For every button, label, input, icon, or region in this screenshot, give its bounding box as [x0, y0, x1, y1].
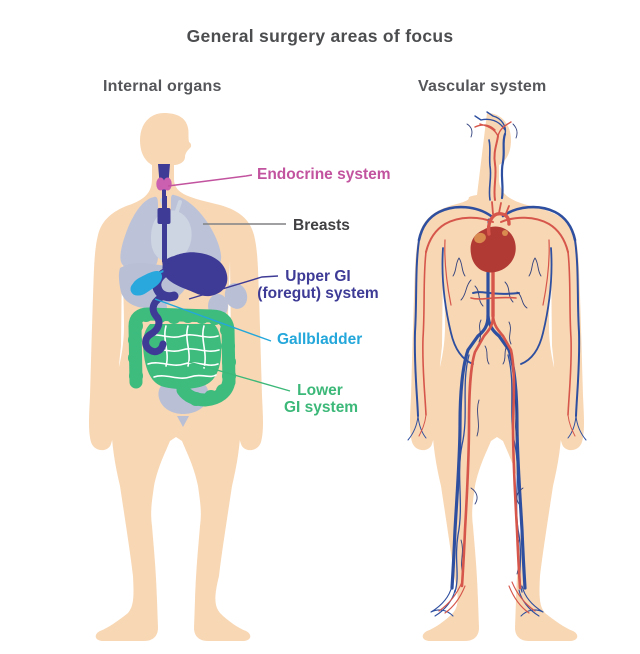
gallbladder-label: Gallbladder [277, 331, 363, 348]
arteries [418, 121, 576, 614]
upper-gi-label-line1: Upper GI [285, 268, 351, 285]
body-silhouette [410, 113, 584, 641]
breasts-label: Breasts [293, 217, 350, 234]
bladder [158, 380, 209, 427]
page-title: General surgery areas of focus [186, 26, 454, 46]
right-panel-heading: Vascular system [418, 78, 547, 95]
duodenum [142, 292, 168, 356]
endocrine-system-label: Endocrine system [257, 166, 391, 183]
trachea-esophagus [157, 164, 172, 276]
lower-gi-label: Lower GI system [284, 382, 359, 416]
upper-gi-label: Upper GI (foregut) system [255, 268, 381, 302]
veins [407, 111, 587, 617]
left-panel-heading: Internal organs [103, 78, 222, 95]
vascular-heart [470, 201, 516, 273]
upper-gi-label-line2: (foregut) system [257, 285, 379, 302]
vascular-figure [407, 111, 587, 641]
lower-gi-label-line1: Lower [297, 382, 343, 399]
lower-gi-label-line2: GI system [284, 399, 359, 416]
